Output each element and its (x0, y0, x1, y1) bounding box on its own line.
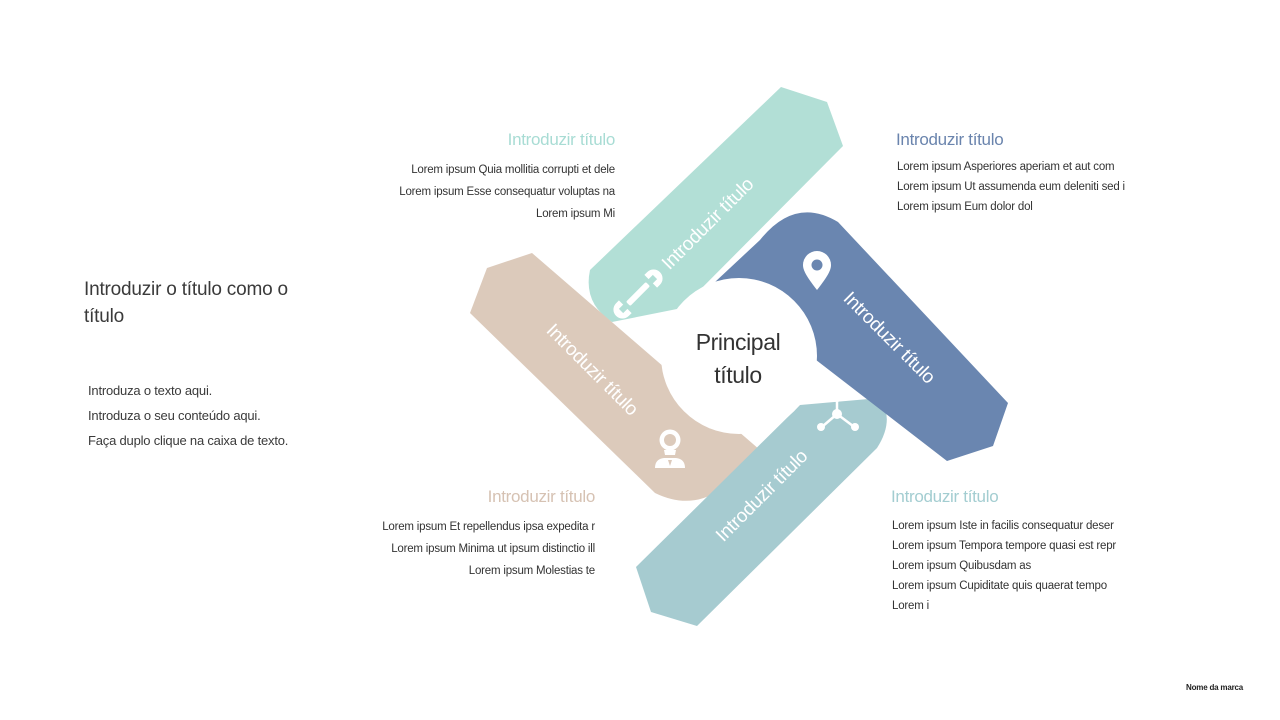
network-nodes-icon (817, 394, 859, 431)
body-line: Introduza o seu conteúdo aqui. (88, 408, 261, 423)
body-line: Faça duplo clique na caixa de texto. (88, 433, 289, 448)
brand-name: Nome da marca (1186, 683, 1243, 692)
block-bottom-right-text[interactable]: Lorem ipsum Iste in facilis consequatur … (892, 516, 1116, 616)
wrench-icon (613, 269, 663, 319)
center-title-line2[interactable]: título (714, 362, 762, 388)
block-bottom-right-title[interactable]: Introduzir título (891, 487, 999, 506)
block-line: Lorem ipsum Eum dolor dol (897, 201, 1033, 213)
block-line: Lorem ipsum Minima ut ipsum distinctio i… (391, 543, 595, 555)
block-line: Lorem ipsum Quibusdam as (892, 560, 1032, 572)
block-line: Lorem ipsum Esse consequatur voluptas na (399, 186, 615, 198)
band-beige[interactable] (470, 253, 760, 501)
slide-title[interactable]: Introduzir o título como o título (84, 279, 288, 327)
block-top-left-text[interactable]: Lorem ipsum Quia mollitia corrupti et de… (399, 160, 615, 226)
location-pin-icon (803, 251, 831, 290)
block-line: Lorem ipsum Iste in facilis consequatur … (892, 520, 1114, 532)
block-top-right-text[interactable]: Lorem ipsum Asperiores aperiam et aut co… (897, 157, 1125, 217)
body-line: Introduza o texto aqui. (88, 383, 213, 398)
block-line: Lorem ipsum Cupiditate quis quaerat temp… (892, 580, 1107, 592)
block-line: Lorem ipsum Quia mollitia corrupti et de… (411, 164, 615, 176)
block-line: Lorem ipsum Molestias te (468, 565, 595, 577)
block-top-left-title[interactable]: Introduzir título (507, 130, 616, 149)
center-circle (661, 278, 817, 434)
slide-body-text[interactable]: Introduza o texto aqui. Introduza o seu … (88, 381, 288, 456)
block-line: Lorem i (892, 600, 929, 612)
block-top-right-title[interactable]: Introduzir título (896, 130, 1004, 149)
block-line: Lorem ipsum Et repellendus ipsa expedita… (382, 521, 595, 533)
block-bottom-left-title[interactable]: Introduzir título (487, 487, 596, 506)
block-line: Lorem ipsum Ut assumenda eum deleniti se… (897, 181, 1125, 193)
block-line: Lorem ipsum Tempora tempore quasi est re… (892, 540, 1117, 552)
band-lightblue[interactable] (636, 398, 887, 626)
block-bottom-left-text[interactable]: Lorem ipsum Et repellendus ipsa expedita… (382, 517, 595, 583)
band-blue[interactable] (715, 212, 1008, 461)
block-line: Lorem ipsum Asperiores aperiam et aut co… (897, 161, 1115, 173)
block-line: Lorem ipsum Mi (536, 208, 615, 220)
center-title-line1[interactable]: Principal (696, 329, 781, 355)
lightbulb-person-icon (655, 429, 685, 468)
band-teal[interactable] (588, 87, 843, 322)
